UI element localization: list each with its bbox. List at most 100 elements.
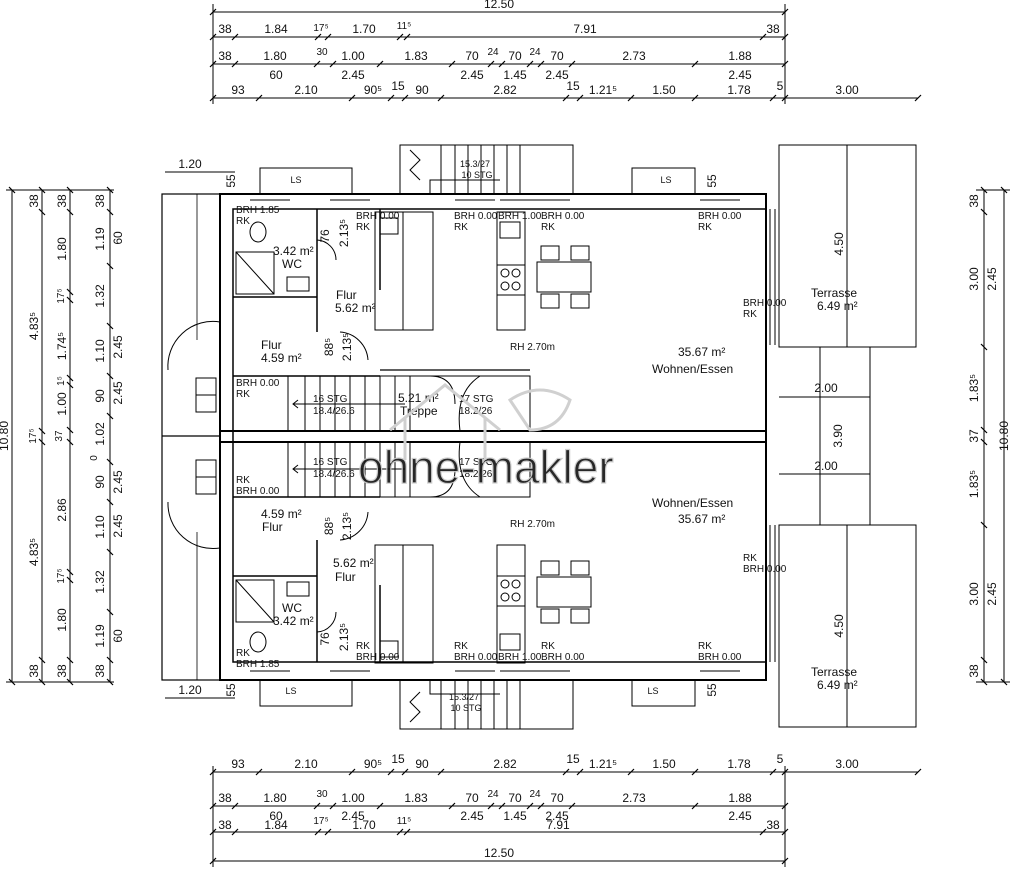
dim-label: 4.50 <box>832 614 846 638</box>
room-name: Wohnen/Essen <box>652 362 733 376</box>
dim-label: 1.20 <box>178 157 202 171</box>
dim-label: 2.45 <box>985 267 999 291</box>
dim-label: 76 <box>318 229 332 243</box>
dim-label: 1.00 <box>341 49 365 63</box>
dim-label: 1.20 <box>178 683 202 697</box>
rk-tag: RK <box>698 222 712 233</box>
top-dimension-labels: 12.50 38 1.84 17⁵ 1.70 11⁵ 7.91 38 38 1.… <box>218 0 859 97</box>
stair-label: 17 STG <box>459 457 494 468</box>
dim-label: 90 <box>415 83 429 97</box>
dim-label: 2.13⁵ <box>340 512 354 540</box>
dim-label: 2.10 <box>294 83 318 97</box>
room-area: 35.67 m² <box>678 345 725 359</box>
dim-label: 38 <box>967 664 981 678</box>
dim-label: 1.21⁵ <box>589 83 617 97</box>
dim-label: 5 <box>777 752 784 766</box>
rk-tag: RK <box>454 222 468 233</box>
dim-label: 70 <box>465 49 479 63</box>
dim-label: 17⁵ <box>56 288 67 303</box>
left-dimension-lines <box>6 189 114 683</box>
dim-label: 2.45 <box>545 68 569 82</box>
dim-label: 0 <box>89 455 100 461</box>
dim-label: 4.50 <box>832 232 846 256</box>
dim-label: 38 <box>218 49 232 63</box>
brh-tag: BRH 0.00 <box>454 652 498 663</box>
dim-label: 10.80 <box>997 421 1011 451</box>
dim-label: 1.78 <box>727 757 751 771</box>
dim-label: 2.45 <box>111 514 125 538</box>
room-name: WC <box>282 257 302 271</box>
room-area: 4.59 m² <box>261 507 302 521</box>
brh-tag: BRH 1.00 <box>498 652 542 663</box>
brh-tag: BRH 0.00 <box>236 378 280 389</box>
dim-label: 1.78 <box>727 83 751 97</box>
dim-label: 3.90 <box>831 424 845 448</box>
dim-label: 1.83 <box>404 791 428 805</box>
dim-label: 1.74⁵ <box>55 332 69 360</box>
rk-tag: RK <box>698 641 712 652</box>
dim-label: 38 <box>27 194 41 208</box>
dim-label: 1.88 <box>728 49 752 63</box>
dim-label: 88⁵ <box>322 338 336 356</box>
dim-label: 60 <box>269 68 283 82</box>
dim-label: 38 <box>218 818 232 832</box>
stair-label: 16 STG <box>313 457 348 468</box>
dim-label: 17⁵ <box>56 568 67 583</box>
dim-label: 2.45 <box>985 582 999 606</box>
room-name: Flur <box>335 570 356 584</box>
dim-label: 1.02 <box>93 422 107 446</box>
brh-tag: BRH 0.00 <box>698 211 742 222</box>
ls-label: LS <box>660 175 671 185</box>
dim-label: 24 <box>487 789 499 800</box>
dim-label: 1.10 <box>93 339 107 363</box>
room-area: 6.49 m² <box>817 299 858 313</box>
dim-label: 2.45 <box>341 68 365 82</box>
dim-label: 55 <box>705 174 719 188</box>
brh-tag: BRH 0.00 <box>541 211 585 222</box>
brh-tag: BRH 0.00 <box>454 211 498 222</box>
room-area: 6.49 m² <box>817 678 858 692</box>
dim-label: 1.83 <box>404 49 428 63</box>
dim-label: 90 <box>93 389 107 403</box>
room-area: 35.67 m² <box>678 512 725 526</box>
dim-label: 38 <box>218 791 232 805</box>
dim-label: 12.50 <box>484 0 514 11</box>
room-name: Terrasse <box>811 665 857 679</box>
window-tags: BRH 1.85 RK BRH 0.00 RK BRH 0.00 RK BRH … <box>236 205 787 670</box>
dim-label: 38 <box>27 664 41 678</box>
dim-label: 2.10 <box>294 757 318 771</box>
dim-label: 1.84 <box>264 22 288 36</box>
dim-label: 38 <box>55 664 69 678</box>
dim-label: 2.00 <box>814 381 838 395</box>
dim-label: 2.45 <box>111 381 125 405</box>
dim-label: 55 <box>705 683 719 697</box>
rk-tag: RK <box>236 648 250 659</box>
dim-label: 1.45 <box>503 68 527 82</box>
dim-label: 2.45 <box>111 470 125 494</box>
dim-label: 1.45 <box>503 809 527 823</box>
terraces <box>778 144 917 728</box>
dim-label: 1.83⁵ <box>967 470 981 498</box>
dim-label: 76 <box>318 632 332 646</box>
stair-label: 10 STG <box>450 703 481 713</box>
dim-label: 2.45 <box>728 68 752 82</box>
dim-label: 24 <box>487 47 499 58</box>
room-name: Flur <box>336 288 357 302</box>
dim-label: 1.80 <box>55 237 69 261</box>
stair-label: 15.3/27 <box>449 692 479 702</box>
ls-label: LS <box>290 175 301 185</box>
room-name: Wohnen/Essen <box>652 496 733 510</box>
dim-label: 17⁵ <box>313 816 328 827</box>
stair-label: 10 STG <box>461 170 492 180</box>
dim-label: 4.83⁵ <box>27 538 41 566</box>
dim-label: 1.70 <box>352 818 376 832</box>
dim-label: 11⁵ <box>397 816 412 827</box>
room-area: 5.62 m² <box>333 556 374 570</box>
room-name: WC <box>282 601 302 615</box>
brh-tag: BRH 0.00 <box>236 486 280 497</box>
dim-label: 70 <box>465 791 479 805</box>
stair-label: 15.3/27 <box>460 159 490 169</box>
dim-label: 2.45 <box>545 809 569 823</box>
rk-tag: RK <box>236 389 250 400</box>
